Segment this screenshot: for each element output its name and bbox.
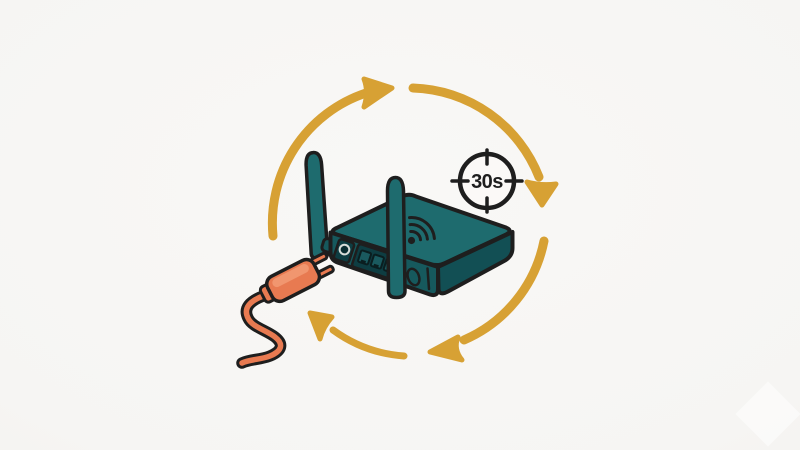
cycle-arc-left	[267, 88, 371, 241]
ethernet-port-notch	[373, 263, 379, 269]
router-icon	[304, 150, 515, 300]
watermark-diamond	[735, 381, 800, 447]
wifi-arc-small	[409, 229, 422, 242]
power-plug-icon	[236, 251, 335, 369]
cycle-arrowhead-bottom-left	[307, 310, 335, 342]
plug-highlight	[272, 264, 309, 288]
cycle-arc-top-right	[408, 83, 544, 182]
cycle-arc-bottom-left	[329, 326, 408, 360]
timer-label: 30s	[471, 171, 503, 193]
cycle-arrows-icon	[267, 76, 559, 363]
plug-head	[264, 257, 322, 304]
ethernet-port-notch	[360, 259, 367, 264]
cycle-arrowhead-top	[361, 76, 395, 110]
router-antenna-right	[385, 175, 407, 300]
cycle-arc-bottom-right	[459, 236, 549, 345]
power-port	[332, 238, 356, 264]
wifi-arc-large	[408, 216, 436, 240]
cycle-arrowhead-bottom	[427, 334, 465, 363]
router-side-face	[436, 230, 515, 296]
timer-icon: 30s	[450, 148, 524, 214]
wifi-dot	[407, 236, 416, 245]
wifi-arc-medium	[408, 223, 429, 241]
side-line-detail	[426, 267, 431, 291]
cycle-arrowhead-right	[524, 179, 559, 208]
power-cable	[239, 293, 284, 366]
side-oval-detail	[406, 267, 421, 287]
power-port-socket	[338, 243, 351, 256]
wifi-icon	[407, 216, 436, 245]
